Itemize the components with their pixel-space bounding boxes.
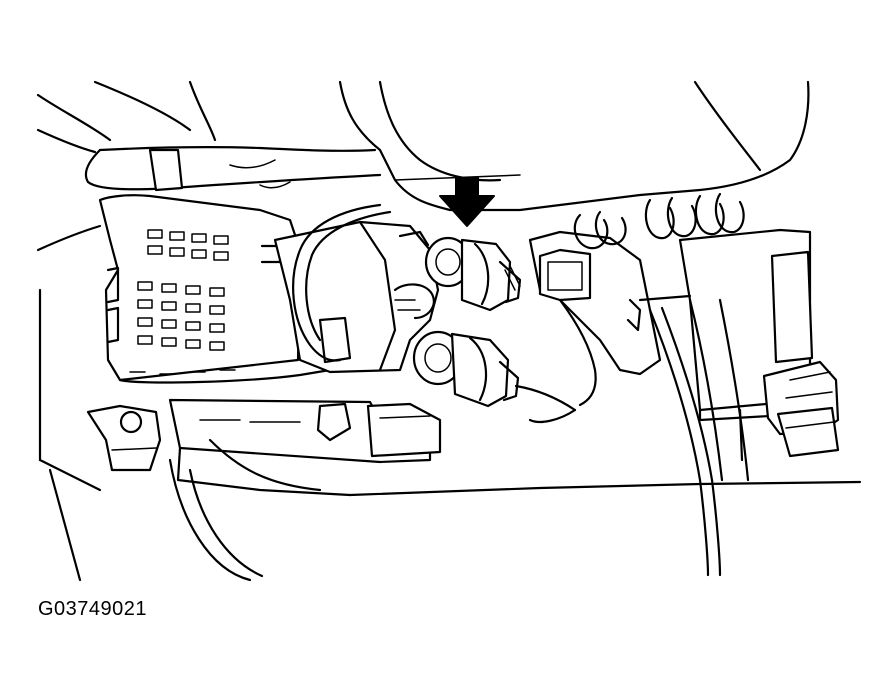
- lower-frame: [168, 438, 322, 582]
- left-trim-panel: [36, 80, 217, 582]
- right-connector: [762, 250, 840, 458]
- mounting-bracket: [528, 230, 662, 424]
- steering-column-housing: [338, 80, 810, 212]
- vertical-tubes: [648, 298, 750, 577]
- lower-connector: [412, 330, 577, 412]
- pointer-arrow-icon: [439, 177, 495, 227]
- fuse-slots-lower: [137, 281, 225, 351]
- target-connector: [424, 236, 522, 312]
- coiled-tubing: [573, 192, 745, 250]
- lower-mounting-rail: [168, 398, 862, 497]
- figure-code-label: G03749021: [38, 598, 148, 620]
- center-connector-bracket: [273, 220, 440, 374]
- upper-wiring-harness: [84, 146, 382, 192]
- fuse-slots-upper: [147, 229, 229, 261]
- retaining-clip: [86, 404, 162, 472]
- fuse-block: [98, 194, 332, 384]
- harness-loop: [292, 203, 392, 362]
